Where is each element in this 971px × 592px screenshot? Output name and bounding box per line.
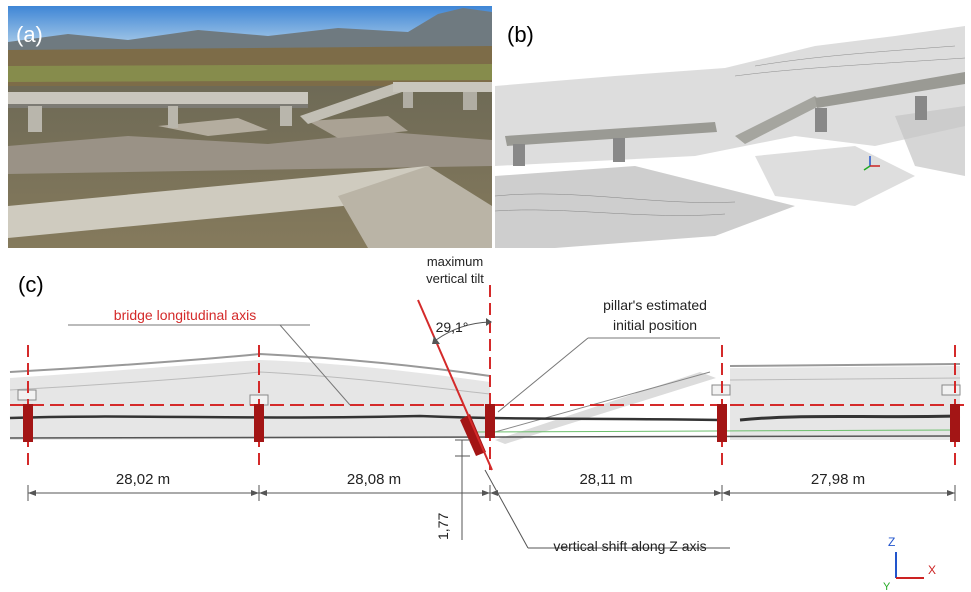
panel-label-a: (a) (16, 22, 43, 47)
pillar (950, 404, 960, 442)
x-axis-label: X (928, 563, 936, 577)
collapsed-deck (300, 82, 408, 124)
pier (28, 106, 42, 132)
bridge-deck-left (8, 92, 308, 104)
z-axis-label: Z (888, 535, 895, 549)
pier (168, 106, 178, 128)
pillars (23, 404, 960, 442)
aerial-photo (8, 6, 492, 248)
tilted-deck-cloud (735, 96, 823, 144)
collapsed-span-cloud (495, 372, 716, 444)
vertical-shift-dimension (455, 439, 730, 549)
tilt-title-line2: vertical tilt (426, 271, 484, 286)
embankment (8, 166, 448, 238)
tilt-line (417, 299, 493, 471)
pillar (23, 404, 33, 442)
span-length-4: 27,98 m (811, 471, 865, 488)
span-length-3: 28,11 m (579, 471, 632, 488)
mountains (8, 8, 492, 56)
axes-triad-small (863, 156, 880, 171)
pillar (717, 404, 727, 442)
pier (280, 106, 292, 126)
y-axis-label: Y (883, 581, 891, 592)
tilt-title-line1: maximum (427, 254, 483, 269)
deck-cloud (505, 122, 717, 146)
span-length-1: 28,02 m (116, 471, 170, 488)
panel-label-b: (b) (507, 22, 534, 47)
vertical-shift-note: vertical shift along Z axis (553, 538, 706, 554)
tilt-arc (435, 321, 491, 341)
gravel-bar (8, 132, 492, 174)
vertical-shift-value: 1,77 (435, 513, 451, 540)
point-cloud-render (495, 6, 965, 248)
pier-cloud (513, 144, 525, 166)
pointcloud-panel-b (495, 6, 965, 248)
pillar-note-line1: pillar's estimated (603, 297, 707, 313)
bridge-deck-right (393, 82, 492, 92)
tilt-angle-value: 29,1° (436, 319, 469, 335)
pillar (485, 404, 495, 438)
photo-panel-a (8, 6, 492, 248)
span-length-2: 28,08 m (347, 471, 401, 488)
pillar (254, 404, 264, 442)
point-cloud-profile (9, 352, 961, 444)
section-diagram: bridge longitudinal axis maximum vertica… (9, 254, 965, 592)
axes-triad: Z X Y (883, 535, 936, 592)
axis-label: bridge longitudinal axis (114, 307, 256, 323)
panel-label-c: (c) (18, 272, 44, 297)
pillar-note-line2: initial position (613, 317, 697, 333)
section-panel-c: bridge longitudinal axis maximum vertica… (0, 250, 971, 592)
tilted-pillar (460, 414, 486, 456)
